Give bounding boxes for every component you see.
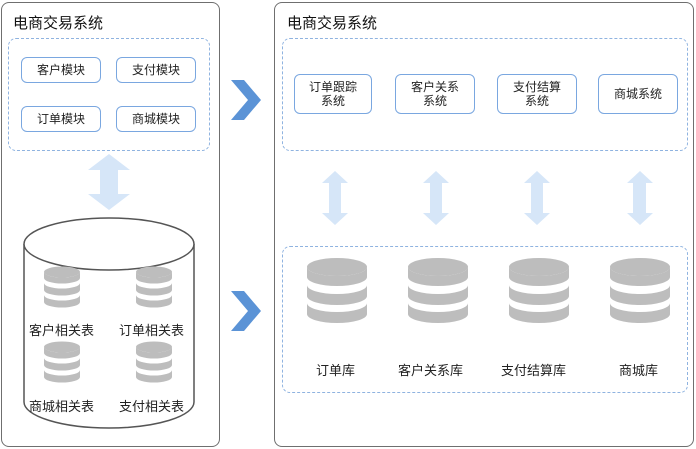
chevron-right-icon — [231, 80, 261, 120]
right-system-group — [282, 38, 688, 151]
database-label-mall: 商城库 — [619, 364, 659, 379]
double-arrow-icon — [423, 171, 449, 225]
double-arrow-icon — [88, 154, 130, 210]
table-label-payment: 支付相关表 — [119, 400, 185, 415]
table-label-order: 订单相关表 — [119, 324, 185, 339]
database-label-customer-relations: 客户关系库 — [398, 364, 464, 379]
db-stack-icon — [307, 258, 367, 323]
system-order-tracking: 订单跟踪系统 — [294, 74, 372, 114]
module-customer: 客户模块 — [21, 57, 101, 83]
double-arrow-icon — [524, 171, 550, 225]
module-mall: 商城模块 — [116, 106, 196, 132]
module-order: 订单模块 — [21, 106, 101, 132]
db-stack-icon — [408, 258, 468, 323]
left-module-group — [8, 38, 210, 151]
right-panel-title: 电商交易系统 — [287, 14, 378, 32]
db-stack-icon — [509, 258, 569, 323]
database-label-order: 订单库 — [316, 364, 356, 379]
system-payment-settlement: 支付结算系统 — [497, 74, 577, 114]
double-arrow-icon — [322, 171, 348, 225]
table-label-customer: 客户相关表 — [29, 324, 95, 339]
system-mall: 商城系统 — [598, 74, 678, 114]
module-payment: 支付模块 — [116, 57, 196, 83]
system-customer-relations: 客户关系系统 — [395, 74, 475, 114]
table-label-mall: 商城相关表 — [29, 400, 95, 415]
left-panel-title: 电商交易系统 — [13, 14, 104, 32]
database-label-payment-settlement: 支付结算库 — [501, 364, 567, 379]
db-stack-icon — [610, 258, 670, 323]
right-database-group — [282, 246, 688, 393]
double-arrow-icon — [627, 171, 653, 225]
chevron-right-icon — [231, 291, 261, 331]
